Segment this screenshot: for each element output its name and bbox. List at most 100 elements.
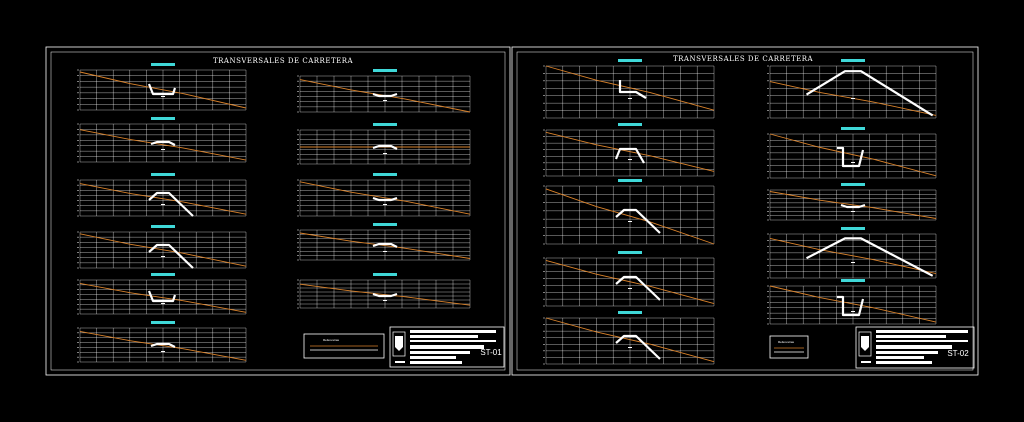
terrain-line (79, 233, 247, 267)
sheet-1-legend-title: Referencias (323, 338, 340, 342)
sheet-1: TRANSVERSALES DE CARRETERA Referencias S… (45, 46, 511, 376)
cross-section-panel (297, 123, 471, 165)
station-label (151, 173, 175, 176)
station-label (373, 123, 397, 126)
sheet-2: TRANSVERSALES DE CARRETERA Referencias S… (511, 46, 979, 376)
road-section (840, 203, 866, 209)
terrain-line (299, 283, 471, 306)
station-label (618, 311, 642, 314)
road-section (615, 275, 661, 301)
sheet-2-title-block: ST-02 (855, 326, 975, 369)
sheet-2-code: ST-02 (947, 349, 969, 358)
cross-section-panel (77, 225, 247, 269)
station-label (151, 273, 175, 276)
station-label (151, 117, 175, 120)
terrain-line (79, 71, 247, 109)
sheet-1-title: TRANSVERSALES DE CARRETERA (213, 57, 354, 65)
cross-section-panel (767, 59, 937, 119)
station-label (841, 227, 865, 230)
terrain-line (79, 282, 247, 313)
cross-section-panel (77, 173, 247, 217)
cross-section-panel (77, 63, 247, 111)
road-section (148, 191, 194, 217)
cross-section-panel (77, 117, 247, 163)
sheet-2-legend: Referencias (769, 335, 809, 359)
cross-section-panel (297, 273, 471, 309)
road-section (147, 290, 177, 303)
terrain-line (79, 183, 247, 215)
terrain-line (769, 133, 937, 177)
cross-section-panel (767, 183, 937, 221)
terrain-line (545, 317, 715, 363)
road-section (150, 140, 176, 146)
road-section (806, 237, 934, 277)
road-section (805, 70, 934, 117)
sheet-1-inner-frame (50, 51, 506, 371)
cross-section-panel (77, 321, 247, 363)
cross-section-panel (767, 279, 937, 325)
station-label (618, 179, 642, 182)
sheet-1-legend: Referencias (303, 333, 385, 359)
station-label (151, 225, 175, 228)
cross-section-panel (767, 227, 937, 279)
road-section (618, 80, 647, 99)
cross-section-panel (543, 179, 715, 245)
sheet-1-frame (45, 46, 511, 376)
road-section (837, 146, 865, 168)
road-section (372, 196, 398, 202)
station-label (618, 251, 642, 254)
terrain-line (545, 188, 715, 245)
sheet-2-title: TRANSVERSALES DE CARRETERA (673, 55, 814, 63)
cross-section-panel (297, 223, 471, 261)
road-section (615, 334, 661, 360)
road-section (615, 208, 661, 234)
station-label (373, 173, 397, 176)
cross-section-panel (543, 59, 715, 119)
sheet-2-frame (511, 46, 979, 376)
sheet-1-cross-sections (77, 63, 471, 363)
sheet-1-title-block: ST-01 (389, 326, 505, 368)
road-section (148, 243, 194, 269)
station-label (841, 279, 865, 282)
sheet-2-inner-frame (516, 51, 974, 371)
sheet-2-legend-title: Referencias (778, 340, 795, 344)
road-section (614, 147, 645, 164)
terrain-line (769, 285, 937, 323)
station-label (841, 127, 865, 130)
station-label (373, 223, 397, 226)
terrain-line (769, 237, 937, 275)
terrain-line (769, 191, 937, 219)
station-label (373, 273, 397, 276)
sheet-2-cross-sections (543, 59, 937, 365)
station-label (151, 321, 175, 324)
terrain-line (545, 65, 715, 111)
cross-section-panel (297, 173, 471, 217)
cross-section-panel (543, 123, 715, 177)
station-label (618, 123, 642, 126)
terrain-line (299, 181, 471, 215)
terrain-line (545, 131, 715, 172)
terrain-line (299, 79, 471, 113)
terrain-line (545, 259, 715, 305)
cross-section-panel (543, 311, 715, 365)
cross-section-panel (77, 273, 247, 315)
road-section (372, 242, 398, 248)
cross-section-panel (297, 69, 471, 113)
station-label (373, 69, 397, 72)
cross-section-panel (543, 251, 715, 307)
station-label (618, 59, 642, 62)
road-section (147, 83, 177, 96)
road-section (837, 295, 865, 317)
road-section (150, 342, 176, 348)
cross-section-panel (767, 127, 937, 179)
road-section (372, 144, 398, 150)
road-section (372, 292, 398, 298)
road-section (372, 92, 398, 98)
terrain-line (79, 129, 247, 161)
station-label (151, 63, 175, 66)
sheet-1-code: ST-01 (480, 348, 502, 357)
station-label (841, 59, 865, 62)
terrain-line (769, 81, 937, 116)
station-label (841, 183, 865, 186)
